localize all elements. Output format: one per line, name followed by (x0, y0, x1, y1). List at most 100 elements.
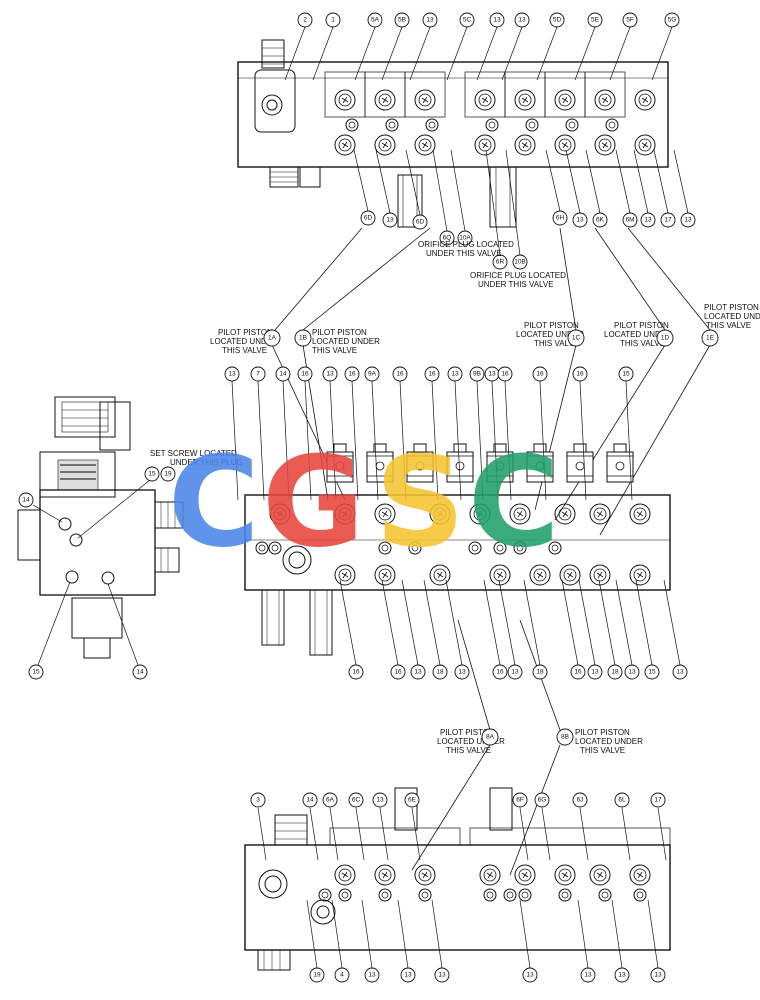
svg-text:1: 1 (331, 17, 335, 24)
top-small-port (425, 118, 439, 132)
callout-top-below-5: 10A (457, 230, 473, 246)
svg-text:13: 13 (654, 972, 662, 979)
pilot-note-1d-line2: LOCATED UNDER (604, 330, 672, 339)
top-upper-port (634, 89, 656, 111)
svg-text:13: 13 (584, 972, 592, 979)
svg-text:6K: 6K (596, 217, 605, 224)
pilot-note-1b-line2: LOCATED UNDER (312, 337, 380, 346)
callout-bottom-top-5: 13 (372, 792, 388, 808)
callout-bottom-top-7: 6F (512, 792, 528, 808)
callout-middle-top-16: 15 (618, 366, 634, 382)
callout-middle-top-7: 9A (364, 366, 380, 382)
top-manifold (237, 39, 669, 228)
leader-lines (271, 227, 711, 876)
pilot-note-8b-line3: THIS VALVE (580, 746, 625, 755)
callout-bottom-below-4: 13 (400, 967, 416, 983)
svg-text:6R: 6R (496, 259, 505, 266)
callout-middle-top-4: 16 (297, 366, 313, 382)
svg-text:15: 15 (622, 371, 630, 378)
orifice-note-a: ORIFICE PLUG LOCATED UNDER THIS VALVE (418, 240, 514, 258)
callout-bottom-top-6: 6E (404, 792, 420, 808)
svg-text:19: 19 (313, 972, 321, 979)
callout-side-4: 15 (28, 664, 44, 680)
top-small-port (525, 118, 539, 132)
pilot-note-8a-line2: LOCATED UNDER (437, 737, 505, 746)
pilot-note-1b-line1: PILOT PISTON (312, 328, 367, 337)
svg-text:13: 13 (518, 17, 526, 24)
bottom-port (374, 864, 396, 886)
callout-middle-top-9: 16 (424, 366, 440, 382)
side-block (17, 396, 184, 659)
callout-top-below-8: 6H (552, 210, 568, 226)
svg-text:5D: 5D (553, 17, 562, 24)
callout-top-below-12: 13 (640, 212, 656, 228)
top-lower-port (334, 134, 356, 156)
callout-top-below-7: 10B (512, 254, 528, 270)
top-upper-port (594, 89, 616, 111)
callout-bottom-top-3: 6A (322, 792, 338, 808)
pilot-note-1c-line2: LOCATED UNDER (516, 330, 584, 339)
callout-middle-bottom-12: 13 (624, 664, 640, 680)
callout-bottom-top-9: 6J (572, 792, 588, 808)
svg-text:15: 15 (32, 669, 40, 676)
callout-middle-top-6: 16 (344, 366, 360, 382)
svg-text:19: 19 (164, 471, 172, 478)
callout-bottom-top-1: 3 (250, 792, 266, 808)
bottom-small-port (503, 888, 517, 902)
bottom-port (334, 864, 356, 886)
pilot-note-1d: PILOT PISTON LOCATED UNDER THIS VALVE (604, 321, 672, 348)
svg-text:18: 18 (611, 669, 619, 676)
callout-top-2: 1 (325, 12, 341, 28)
orifice-note-b-line1: ORIFICE PLUG LOCATED (470, 271, 566, 280)
callout-bottom-top-10: 6L (614, 792, 630, 808)
watermark-letter-c2: C (468, 430, 560, 575)
watermark-logo: C G S C (168, 430, 560, 575)
top-lower-port (594, 134, 616, 156)
callout-top-8: 13 (514, 12, 530, 28)
svg-text:1C: 1C (572, 335, 581, 342)
svg-text:6C: 6C (352, 797, 361, 804)
pilot-tag-8a: 8A (481, 728, 499, 746)
callout-middle-top-5: 13 (322, 366, 338, 382)
top-small-port (385, 118, 399, 132)
svg-text:13: 13 (511, 669, 519, 676)
pilot-note-8b-line2: LOCATED UNDER (575, 737, 643, 746)
pilot-tag-1b: 1B (294, 329, 312, 347)
bottom-port (414, 864, 436, 886)
svg-text:5F: 5F (626, 17, 634, 24)
orifice-note-a-line1: ORIFICE PLUG LOCATED (418, 240, 514, 249)
callout-bottom-top-11: 17 (650, 792, 666, 808)
bottom-small-port (338, 888, 352, 902)
pilot-note-1d-line1: PILOT PISTON (614, 321, 669, 330)
callout-top-below-1: 6D (360, 210, 376, 226)
callout-top-12: 5G (664, 12, 680, 28)
solenoid-coil (606, 443, 634, 483)
setscrew-note-line2: UNDER THIS PLUG (170, 458, 243, 467)
pilot-note-1c-line1: PILOT PISTON (524, 321, 579, 330)
pilot-note-1c-line3: THIS VALVE (534, 339, 579, 348)
callout-side-2: 15 (144, 466, 160, 482)
bottom-small-port (418, 888, 432, 902)
callout-middle-bottom-11: 18 (607, 664, 623, 680)
svg-text:13: 13 (386, 217, 394, 224)
svg-text:17: 17 (664, 217, 672, 224)
callout-bottom-below-6: 13 (522, 967, 538, 983)
svg-text:16: 16 (301, 371, 309, 378)
callout-middle-bottom-8: 18 (532, 664, 548, 680)
callout-middle-top-11: 9B (469, 366, 485, 382)
middle-upper-port (629, 503, 651, 525)
watermark-letter-c1: C (168, 430, 260, 575)
callout-bottom-below-5: 13 (434, 967, 450, 983)
svg-text:6D: 6D (364, 215, 373, 222)
bottom-port (554, 864, 576, 886)
svg-text:10B: 10B (514, 259, 526, 266)
pilot-note-1e-line2: LOCATED UNDER (704, 312, 760, 321)
callout-top-below-13: 17 (660, 212, 676, 228)
bottom-small-port (518, 888, 532, 902)
callout-middle-top-14: 16 (532, 366, 548, 382)
middle-manifold (244, 443, 671, 656)
pilot-note-8a-line1: PILOT PISTON (440, 728, 495, 737)
top-small-port (565, 118, 579, 132)
top-upper-port (374, 89, 396, 111)
